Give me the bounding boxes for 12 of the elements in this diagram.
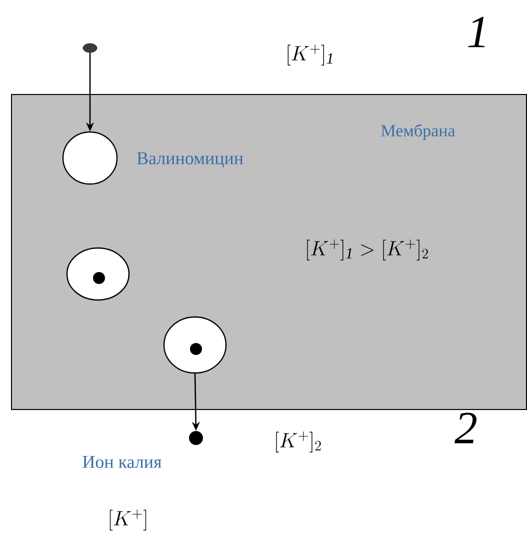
compartment-number: 1	[468, 16, 485, 48]
concentration-formula: $[K^{+}]_{2}$	[276, 432, 321, 452]
ion-complex-circle	[66, 247, 130, 301]
concentration-formula: $[K^{+}]$	[110, 510, 146, 530]
concentration-formula: $[K^{+}]_{\mathit{1}}$	[288, 44, 332, 66]
ion-complex-circle	[163, 316, 227, 374]
compartment-number: 2	[454, 412, 476, 444]
membrane-label: Мембрана	[381, 124, 456, 140]
name-label: Валиномицин	[137, 152, 244, 168]
dot	[82, 43, 98, 53]
name-label: Ион калия	[82, 456, 162, 468]
concentration-formula: $[K^{+}]_{\mathit{1}} > [K^{+}]_{2}$	[307, 240, 428, 260]
